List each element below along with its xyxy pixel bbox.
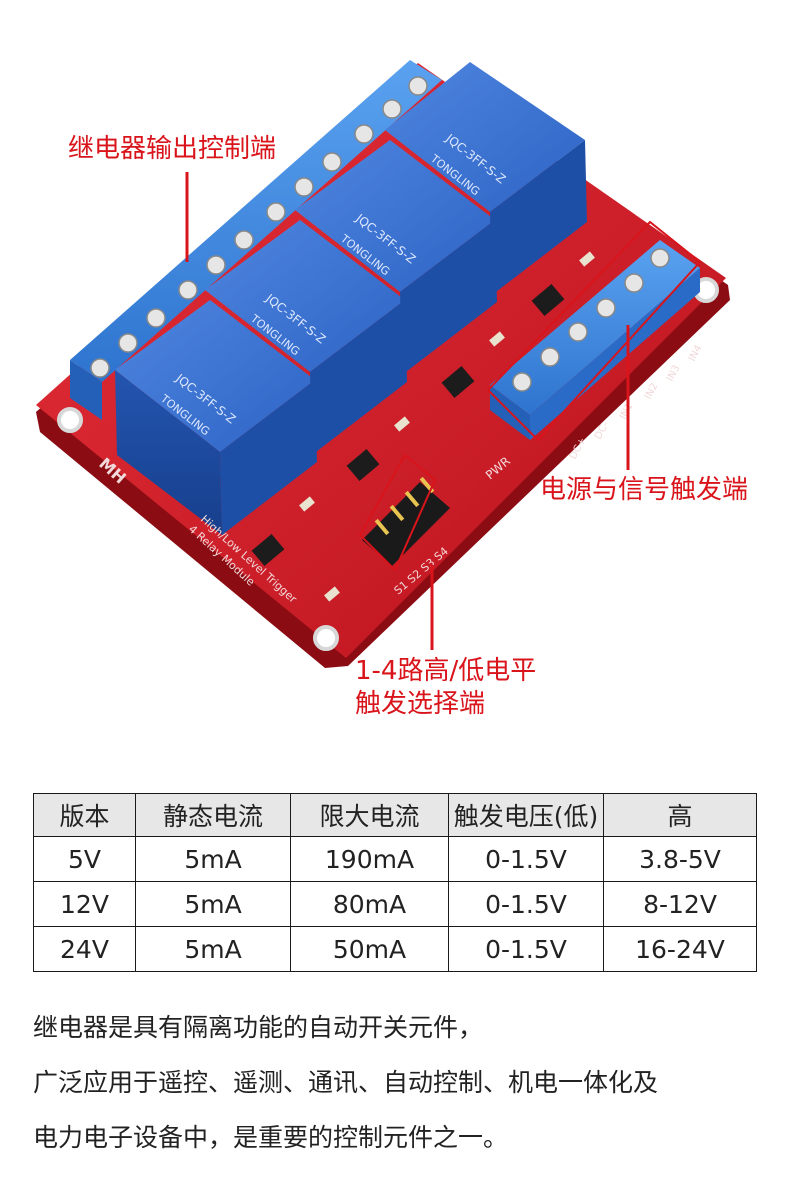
svg-text:IN4: IN4	[687, 343, 705, 363]
table-cell: 80mA	[290, 881, 449, 927]
description-line-3: 电力电子设备中，是重要的控制元件之一。	[33, 1123, 509, 1152]
table-cell: 5mA	[135, 881, 291, 927]
description-line-2: 广泛应用于遥控、遥测、通讯、自动控制、机电一体化及	[33, 1068, 659, 1097]
relay-module-photo: JQC-3FF-S-Z TONGLING JQC-3FF-S-Z TONGLIN…	[36, 60, 730, 668]
table-row: 12V 5mA 80mA 0-1.5V 8-12V	[33, 881, 757, 927]
callout-relay-output: 继电器输出控制端	[68, 134, 277, 164]
table-cell: 16-24V	[603, 926, 757, 972]
relay-2: JQC-3FF-S-Z TONGLING	[205, 220, 407, 455]
header-trigger-high: 高	[603, 793, 757, 837]
header-quiescent-current: 静态电流	[135, 793, 291, 837]
table-cell: 8-12V	[603, 881, 757, 927]
output-terminals	[70, 60, 442, 420]
input-terminals	[486, 220, 702, 442]
relay-3: JQC-3FF-S-Z TONGLING	[295, 140, 497, 375]
callout-jumper-line1: 1-4路高/低电平	[355, 656, 537, 686]
header-trigger-low: 触发电压(低)	[448, 793, 604, 837]
table-cell: 3.8-5V	[603, 836, 757, 882]
header-version: 版本	[33, 793, 136, 837]
table-header-row: 版本 静态电流 限大电流 触发电压(低) 高	[33, 793, 757, 837]
table-cell: 5mA	[135, 836, 291, 882]
relay-4: JQC-3FF-S-Z TONGLING	[385, 62, 587, 295]
spec-table: 版本 静态电流 限大电流 触发电压(低) 高 5V 5mA 190mA 0-1.…	[33, 793, 757, 972]
svg-text:IN2: IN2	[643, 381, 661, 401]
callout-jumper-line2: 触发选择端	[355, 688, 486, 719]
table-row: 5V 5mA 190mA 0-1.5V 3.8-5V	[33, 836, 757, 882]
table-cell: 5mA	[135, 926, 291, 972]
callout-lines	[185, 172, 630, 650]
table-cell: 5V	[33, 836, 136, 882]
table-cell: 12V	[33, 881, 136, 927]
header-max-current: 限大电流	[290, 793, 449, 837]
table-cell: 50mA	[290, 926, 449, 972]
table-row: 24V 5mA 50mA 0-1.5V 16-24V	[33, 926, 757, 972]
table-cell: 0-1.5V	[448, 836, 604, 882]
callout-jumper-select: 1-4路高/低电平 触发选择端	[355, 655, 536, 720]
callout-power-signal: 电源与信号触发端	[540, 475, 749, 505]
table-cell: 24V	[33, 926, 136, 972]
table-cell: 0-1.5V	[448, 926, 604, 972]
table-cell: 0-1.5V	[448, 881, 604, 927]
table-cell: 190mA	[290, 836, 449, 882]
relay-1: JQC-3FF-S-Z TONGLING	[115, 300, 317, 535]
svg-text:IN3: IN3	[665, 363, 683, 383]
mounting-hole	[313, 625, 339, 651]
mounting-hole	[57, 407, 83, 433]
description-line-1: 继电器是具有隔离功能的自动开关元件，	[33, 1013, 484, 1042]
